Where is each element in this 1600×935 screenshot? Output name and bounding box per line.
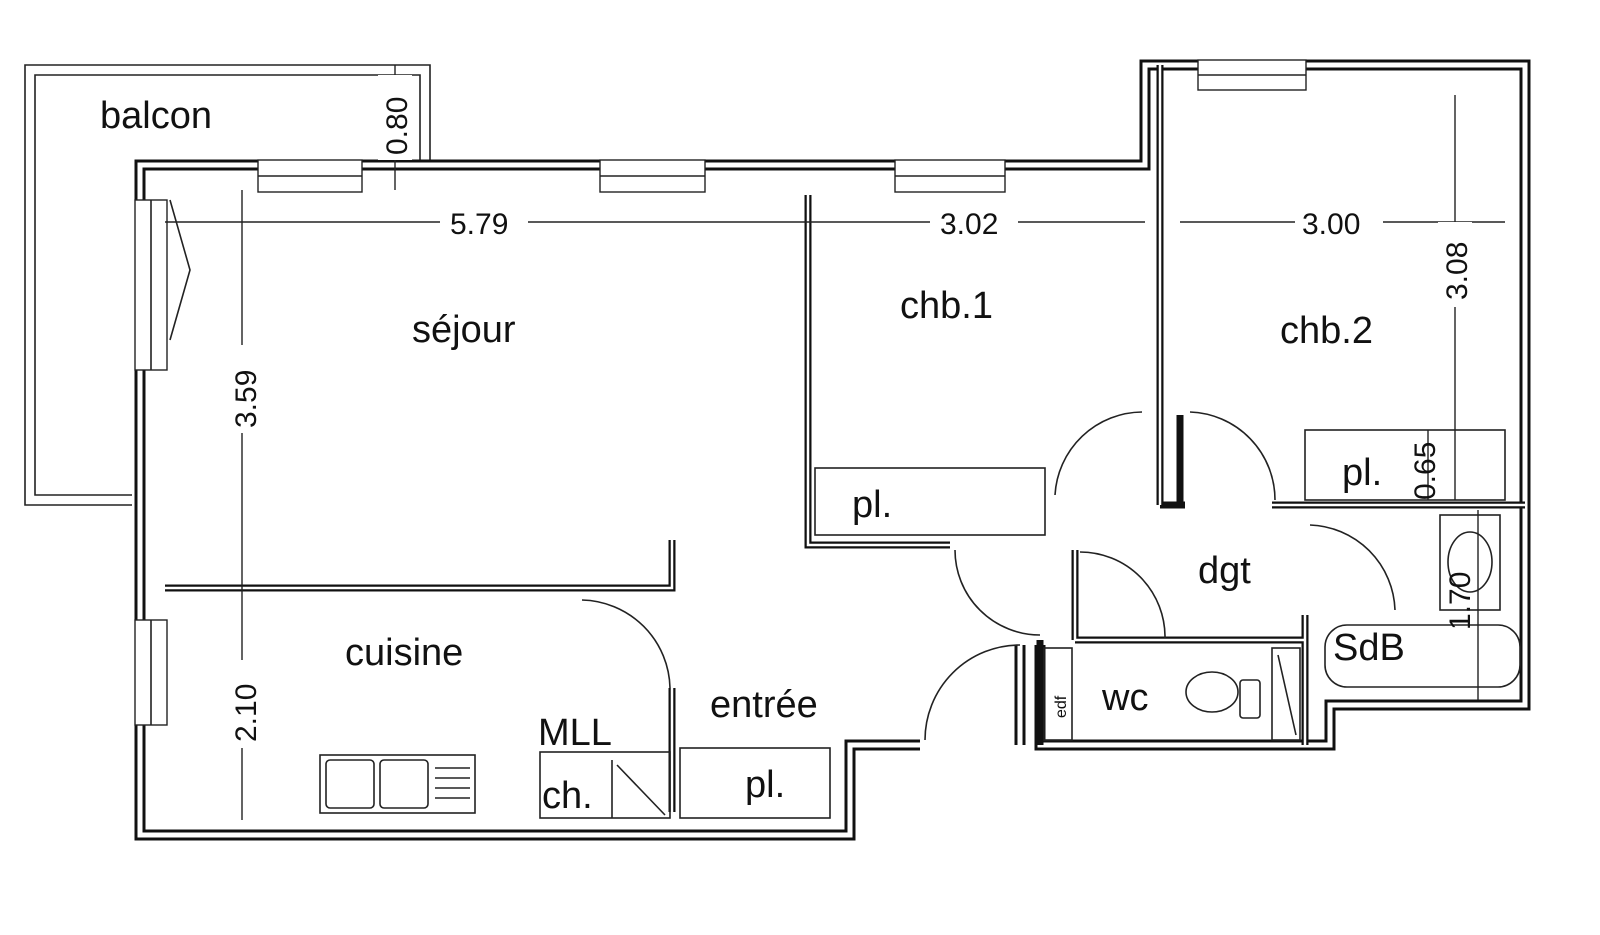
room-cuisine: cuisine: [345, 632, 463, 674]
label-mll: MLL: [538, 712, 612, 754]
dim-balcon-depth: 0.80: [381, 97, 414, 155]
interior-walls: [165, 65, 1525, 819]
label-pl-chb1: pl.: [852, 484, 892, 526]
room-sejour: séjour: [412, 309, 516, 351]
dim-sejour-width: 5.79: [450, 208, 508, 241]
drainboard: [435, 767, 470, 799]
dim-chb2-depth: 3.08: [1441, 242, 1474, 300]
fixtures: [319, 514, 1521, 814]
dim-sdb-width: 1.70: [1444, 572, 1477, 630]
washbasin-icon: [1439, 514, 1501, 611]
label-pl-chb2: pl.: [1342, 452, 1382, 494]
room-balcon: balcon: [100, 95, 212, 137]
label-ch: ch.: [542, 775, 593, 817]
label-edf: edf: [1053, 695, 1070, 718]
room-labels: balcon séjour chb.1 chb.2 cuisine entrée…: [100, 95, 1405, 817]
dim-sejour-depth: 3.59: [230, 370, 263, 428]
room-chb1: chb.1: [900, 285, 993, 327]
label-pl-entree: pl.: [745, 764, 785, 806]
dimension-labels: 5.79 3.02 3.00 3.59 2.10 0.80 3.08 0.65 …: [225, 75, 1477, 748]
balcony: [24, 64, 431, 506]
room-wc: wc: [1101, 677, 1148, 719]
dim-chb2-width: 3.00: [1302, 208, 1360, 241]
room-chb2: chb.2: [1280, 310, 1373, 352]
door-swings: [169, 199, 1396, 741]
dim-pl-depth: 0.65: [1409, 442, 1442, 500]
toilet-icon: [1185, 671, 1261, 719]
room-sdb: SdB: [1333, 627, 1405, 669]
windows: [134, 59, 1307, 726]
dim-chb1-width: 3.02: [940, 208, 998, 241]
bathtub-icon: [1324, 624, 1521, 688]
room-dgt: dgt: [1198, 550, 1251, 592]
dim-cuisine-depth: 2.10: [230, 684, 263, 742]
room-entree: entrée: [710, 684, 818, 726]
